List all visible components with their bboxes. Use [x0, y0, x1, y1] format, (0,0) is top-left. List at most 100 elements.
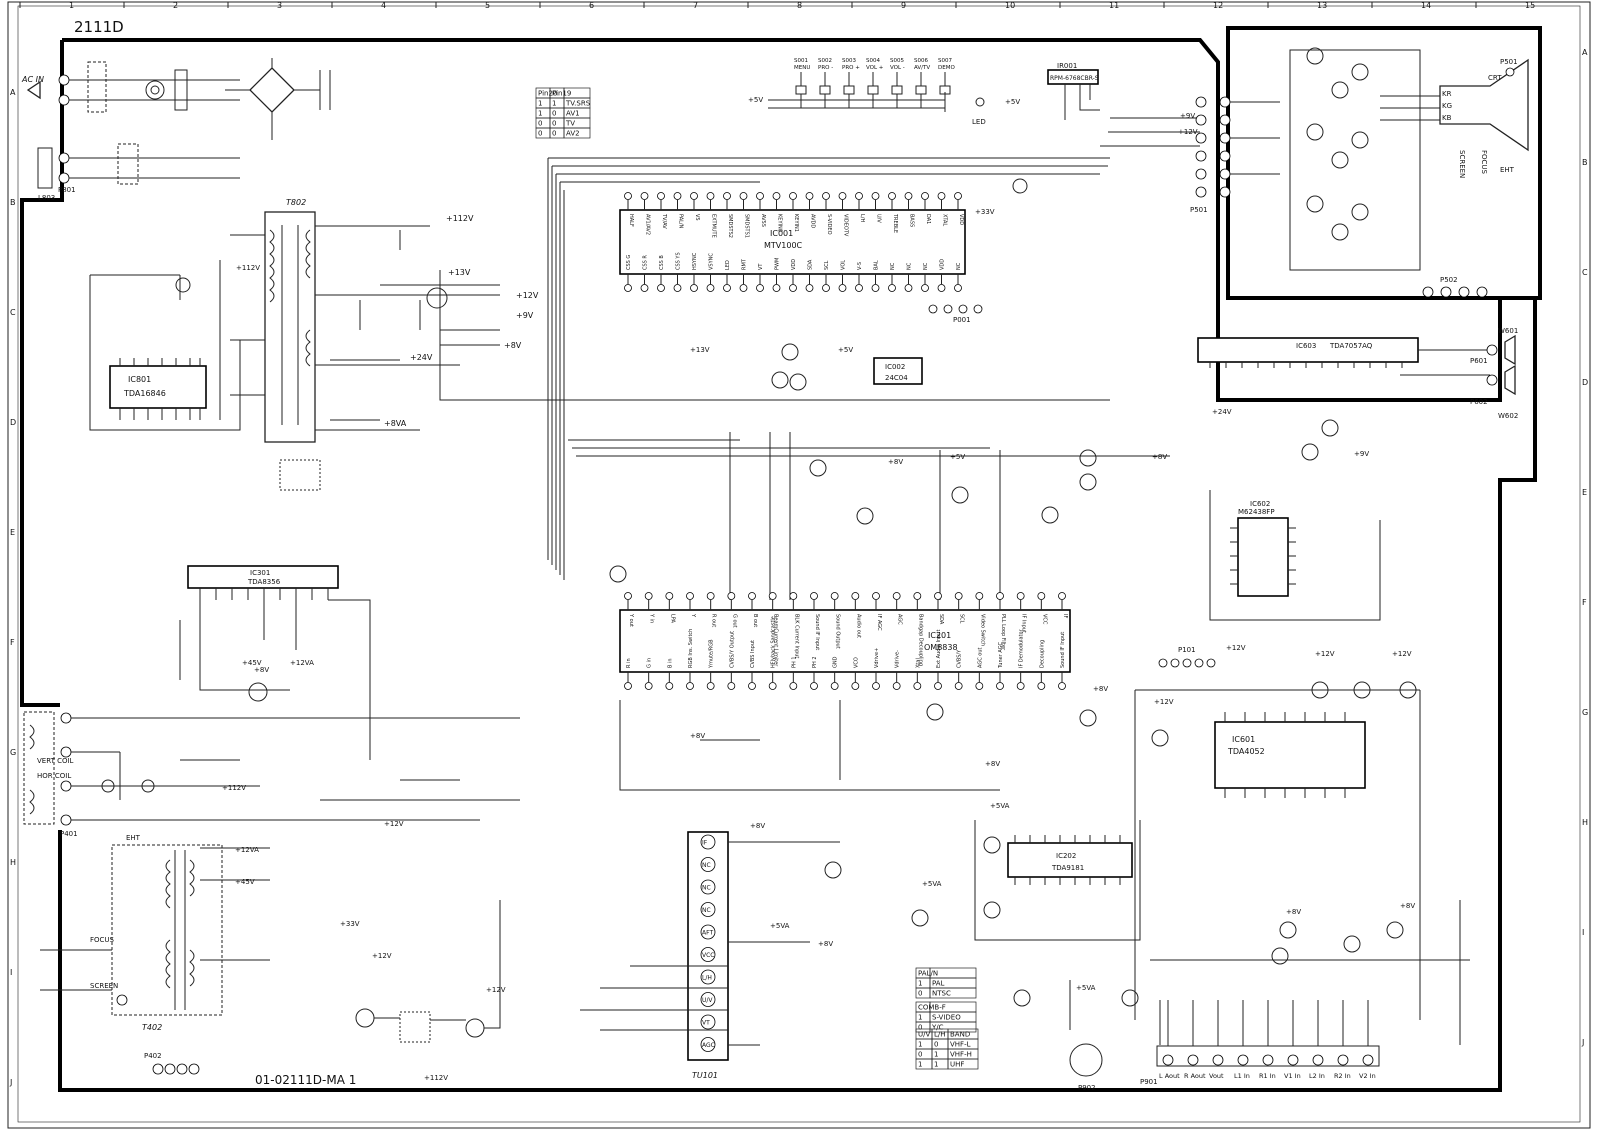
jack-label: L Aout — [1159, 1072, 1180, 1080]
secondary-rail-label-112: +112V — [236, 264, 260, 272]
key-switch-label: DEMO — [938, 65, 955, 71]
ic603-ref: IC603 — [1296, 342, 1316, 350]
ruler-column-1: 1 — [69, 1, 74, 10]
ic001-pin-label: VS — [694, 214, 700, 221]
ruler-column-3: 3 — [277, 1, 282, 10]
ic001-pin-21: NC — [954, 262, 962, 292]
ic201-pin-19: PLL Loop Filter — [996, 592, 1006, 651]
ic001-pin-label: CSS YS — [676, 252, 682, 270]
table-band-cell-2-1: 1 — [934, 1051, 938, 1059]
ic001-pin-8: SMDSTS1 — [739, 192, 750, 238]
key-switch-ref: S006 — [914, 58, 928, 64]
vertical-output-section: IC301 TDA8356 +45V +12VA +8V — [179, 565, 371, 760]
p901-label: P901 — [1140, 1078, 1158, 1086]
ic603-rail-9v: +9V — [1354, 450, 1369, 458]
ic001-pin-2: CSS R — [640, 255, 649, 292]
yoke-hor-label: HOR COIL — [37, 772, 71, 780]
ic001-pin-label: PWM — [775, 258, 781, 270]
rail-112v: +112V — [446, 214, 474, 223]
ic001-pin-7: LED — [723, 260, 731, 292]
ic201-pin-4: RGB Ins. Switch — [686, 629, 694, 690]
rail-9v: +9V — [516, 311, 534, 320]
ic002-ref: IC002 — [885, 363, 905, 371]
hdrive-rail-112v: +112V — [424, 1074, 448, 1082]
ic001-pin-16: U/V — [871, 192, 882, 223]
jack-l1-in: L1 In — [1234, 1000, 1250, 1080]
ic201-pin-8: HFlyback Sandcastle — [768, 616, 777, 690]
ruler-row-F: F — [1582, 598, 1587, 607]
ic201-rail-8v-c: +8V — [1093, 685, 1108, 693]
ic201-pin-label: G in — [647, 658, 653, 668]
table-pal-cell-1-1: PAL — [932, 980, 945, 988]
ic001-pin-label: V-S — [857, 262, 863, 270]
ic201-pin-label: R out — [711, 614, 717, 627]
ic001-pin-label: BASS — [909, 214, 915, 227]
table-av-cell-1-1: 1 — [552, 100, 556, 108]
ic201-rail-8v: +8V — [690, 732, 705, 740]
ic001-pin-label: DA1 — [925, 214, 931, 224]
ic201-pin-10: Sound IF Input — [810, 592, 820, 650]
ic201-pin-13: Vdrive+ — [872, 648, 880, 690]
ic001-pin-label: SMDSTS1 — [744, 214, 750, 238]
ic602-part: M62438FP — [1238, 508, 1275, 516]
tuner-pin-label: U/V — [702, 997, 713, 1004]
ruler-row-left-C: C — [10, 308, 16, 317]
table-av-cell-2-1: 0 — [552, 110, 556, 118]
ic301-part: TDA8356 — [247, 578, 281, 586]
tuner-pin-label: NC — [702, 907, 711, 914]
ic001-pin-15: V-S — [855, 262, 863, 292]
ic601-ref: IC601 — [1232, 735, 1255, 744]
ic001-pin-9: VT — [756, 263, 764, 292]
tuner-pin-l-h: L/H — [700, 969, 716, 985]
ic201-pin-5: R out — [706, 592, 717, 627]
avbuf-rail-8v: +8V — [1286, 908, 1301, 916]
tuner-pin-label: IF — [702, 840, 708, 847]
ic001-pin-14: VIDEOTV — [838, 192, 849, 237]
p501-board-label: P501 — [1190, 206, 1208, 214]
ic201-pin-label: IF AGC — [876, 614, 882, 631]
ic201-pin-2: Y in — [644, 592, 655, 623]
table-band-cell-0-0: U/V — [918, 1031, 930, 1039]
w601-label: W601 — [1498, 327, 1518, 335]
crt-rail-12v: +12V — [1178, 128, 1198, 136]
ic001-rail-33v: +33V — [975, 208, 995, 216]
table-av-cell-0-0: Pin20 — [538, 90, 557, 98]
table-band-cell-3-0: 1 — [918, 1061, 922, 1069]
ic001-pin-label: VDD — [791, 259, 797, 270]
ic602-ref: IC602 — [1250, 500, 1270, 508]
key-switch-ref: S003 — [842, 58, 856, 64]
ic201-pin-label: B out — [752, 614, 758, 627]
crt-kb: KB — [1442, 114, 1452, 122]
ic301-rail-45v: +45V — [242, 659, 262, 667]
key-switch-ref: S002 — [818, 58, 832, 64]
ic201-pin-16: SDA — [934, 592, 944, 625]
ic601-body — [1214, 721, 1366, 789]
ic001-pin-label: CSS G — [626, 255, 632, 270]
table-band-cell-1-0: 1 — [918, 1041, 922, 1049]
ic001-pin-17: NC — [888, 262, 896, 292]
ic201-pin-label: BLK Current Input — [793, 614, 799, 658]
table-pal-cell-2-1: NTSC — [932, 990, 951, 998]
ruler-row-left-A: A — [10, 88, 16, 97]
crt-kg: KG — [1442, 102, 1452, 110]
jack-label: R2 In — [1334, 1072, 1351, 1080]
ic201-pin-3: LPA — [665, 592, 675, 623]
ic001-pin-label: NC — [956, 262, 962, 270]
tuner-rail-5va: +5VA — [770, 922, 790, 930]
ic201-pin-17: SCL — [954, 592, 965, 624]
ruler-column-12: 12 — [1213, 1, 1223, 10]
ic201-pin-label: GND — [833, 656, 839, 668]
ruler-frame — [7, 1, 1591, 1129]
tuner-pin-vcc: VCC — [700, 947, 716, 962]
ic001-pin-label: AVDD — [810, 214, 816, 228]
ic001-pin-10: KEYIN0 — [772, 192, 783, 232]
ic201-pin-1: R in — [624, 658, 632, 690]
ic201-pin-label: Ymute/RGB — [709, 639, 715, 669]
ic001-pin-label: HALF — [628, 214, 634, 227]
ic201-pin-7: CVBS Input — [748, 640, 756, 690]
